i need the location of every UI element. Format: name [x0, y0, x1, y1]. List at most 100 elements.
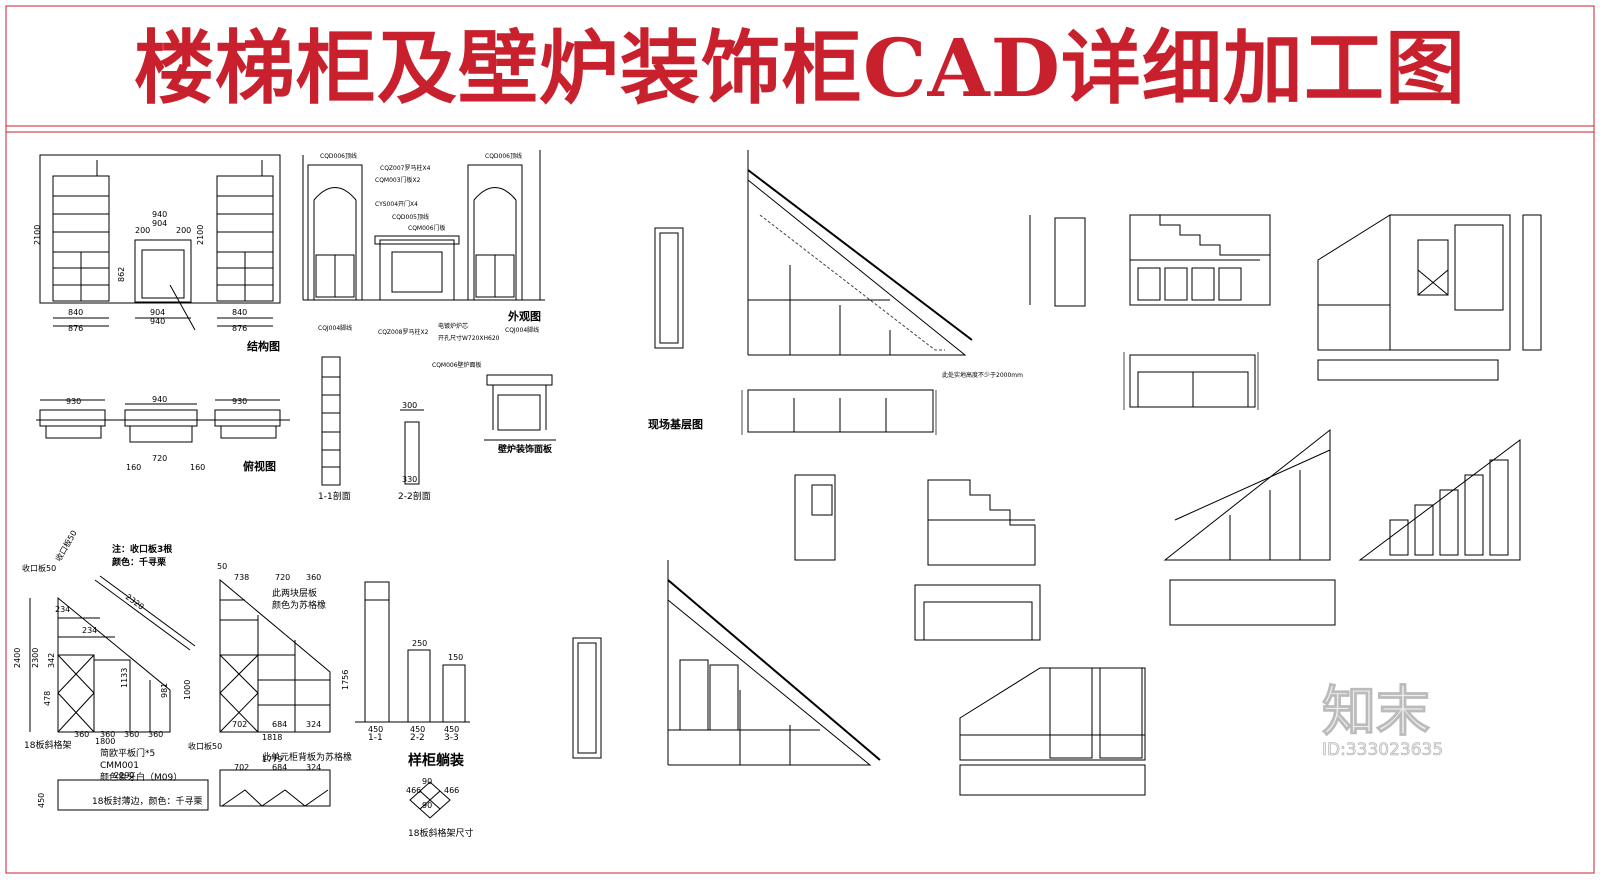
dim: 466	[444, 786, 459, 795]
exterior-view	[302, 150, 545, 301]
dim: 702	[232, 720, 247, 729]
section-views	[321, 356, 424, 486]
dim: 300	[402, 401, 417, 410]
label-section-22: 2-2剖面	[398, 490, 431, 502]
dim: 862	[117, 267, 126, 282]
dim: 720	[152, 454, 167, 463]
dim: 1756	[341, 670, 350, 690]
part-callout: CQJ004脚线	[318, 324, 352, 332]
dim: 450	[37, 793, 46, 808]
label-sample-install: 样柜躺装	[408, 752, 465, 769]
label-grid-size: 18板斜格架尺寸	[408, 827, 473, 839]
note-line-2: 颜色：千寻栗	[112, 556, 166, 568]
dim: 1818	[262, 733, 282, 742]
dim: 450	[410, 725, 425, 734]
dim: 324	[306, 763, 321, 772]
staircase-1	[747, 150, 973, 433]
door-note-1: 简欧平板门*5	[100, 747, 155, 759]
dim: 840	[232, 308, 247, 317]
part-callout: CQM006壁炉面板	[432, 361, 482, 369]
dim: 90	[422, 777, 432, 786]
dim: 250	[412, 639, 427, 648]
dim: 1133	[120, 668, 129, 688]
label-edge-note: 18板封薄边，颜色：千寻栗	[92, 795, 202, 807]
dim: 360	[124, 730, 139, 739]
dim: 466	[406, 786, 421, 795]
dim: 904	[150, 308, 165, 317]
dim: 876	[68, 324, 83, 333]
dim: 150	[448, 653, 463, 662]
sheet-title: 楼梯柜及壁炉装饰柜CAD详细加工图	[133, 21, 1467, 115]
part-callout: CYS004开门X4	[375, 200, 418, 208]
label-lattice: 18板斜格架	[24, 739, 71, 751]
dim: 1779	[262, 755, 282, 764]
dim: 50	[217, 562, 227, 571]
layer-note-2: 颜色为苏格橡	[272, 599, 326, 611]
closure-note-b: 收口板50	[53, 528, 79, 563]
dim: 478	[43, 691, 52, 706]
dim: 684	[272, 763, 287, 772]
dim: 981	[160, 683, 169, 698]
dim: 234	[82, 626, 97, 635]
dim: 160	[190, 463, 205, 472]
dim: 940	[152, 210, 167, 219]
dim: 738	[234, 573, 249, 582]
dim: 2100	[196, 225, 205, 245]
door-note-3: 颜色象牙白（M09）	[100, 771, 182, 783]
dim: 702	[234, 763, 249, 772]
dim: 840	[68, 308, 83, 317]
furnace-open: 电镀炉炉芯	[438, 322, 468, 330]
fireplace-panel	[484, 374, 556, 441]
dim: 324	[306, 720, 321, 729]
dim: 2400	[13, 648, 22, 668]
part-callout: CQM003门板X2	[375, 176, 421, 184]
stair-note: 此处实地高度不少于2000mm	[942, 371, 1023, 379]
dim: 684	[272, 720, 287, 729]
dim: 2100	[33, 225, 42, 245]
dim: 342	[47, 653, 56, 668]
open-size: 开孔尺寸W720XH620	[438, 334, 500, 342]
structure-view	[39, 154, 281, 331]
dim: 200	[135, 226, 150, 235]
dim: 360	[100, 730, 115, 739]
label-fireplace-panel: 壁炉装饰面板	[498, 443, 553, 455]
outer-frame	[5, 5, 1595, 874]
small-cabinets	[794, 214, 1542, 796]
section-mark: 3-3	[444, 733, 459, 743]
dim: 1800	[95, 737, 115, 746]
part-callout: CQD005顶线	[392, 213, 429, 221]
closure-note-a: 收口板50	[22, 563, 56, 573]
closure-note-c: 收口板50	[188, 741, 222, 751]
dim: 234	[55, 605, 70, 614]
label-site-base: 现场基层图	[648, 417, 703, 431]
watermark-logo: 知末	[1321, 680, 1430, 743]
dim: 200	[176, 226, 191, 235]
part-callout: CQZ007罗马柱X4	[380, 164, 431, 172]
back-note: 此单元柜背板为苏格橡	[262, 751, 352, 763]
dim: 160	[126, 463, 141, 472]
label-exterior: 外观图	[507, 309, 541, 323]
dim: 720	[275, 573, 290, 582]
watermark: 知末 ID:333023635	[1321, 680, 1443, 760]
stair-cabinet-elevation-2	[219, 578, 331, 807]
door-note-2: CMM001	[100, 761, 139, 771]
label-structure: 结构图	[246, 339, 280, 353]
part-callout: CQZ008罗马柱X2	[378, 328, 429, 336]
narrow-sections	[355, 581, 470, 819]
dim: 940	[150, 317, 165, 326]
layer-note-1: 此两块层板	[272, 587, 317, 599]
section-mark: 2-2	[410, 733, 425, 743]
note-line-1: 注：收口板3根	[112, 543, 173, 555]
part-callout: CQJ004脚线	[505, 326, 539, 334]
part-callout: CQD006顶线	[320, 152, 357, 160]
dim: 360	[306, 573, 321, 582]
dim: 904	[152, 219, 167, 228]
dim: 90	[422, 801, 432, 810]
staircase-2	[667, 560, 881, 766]
dim: 360	[148, 730, 163, 739]
label-plan: 俯视图	[243, 459, 276, 473]
dim: 450	[444, 725, 459, 734]
dim: 930	[66, 397, 81, 406]
